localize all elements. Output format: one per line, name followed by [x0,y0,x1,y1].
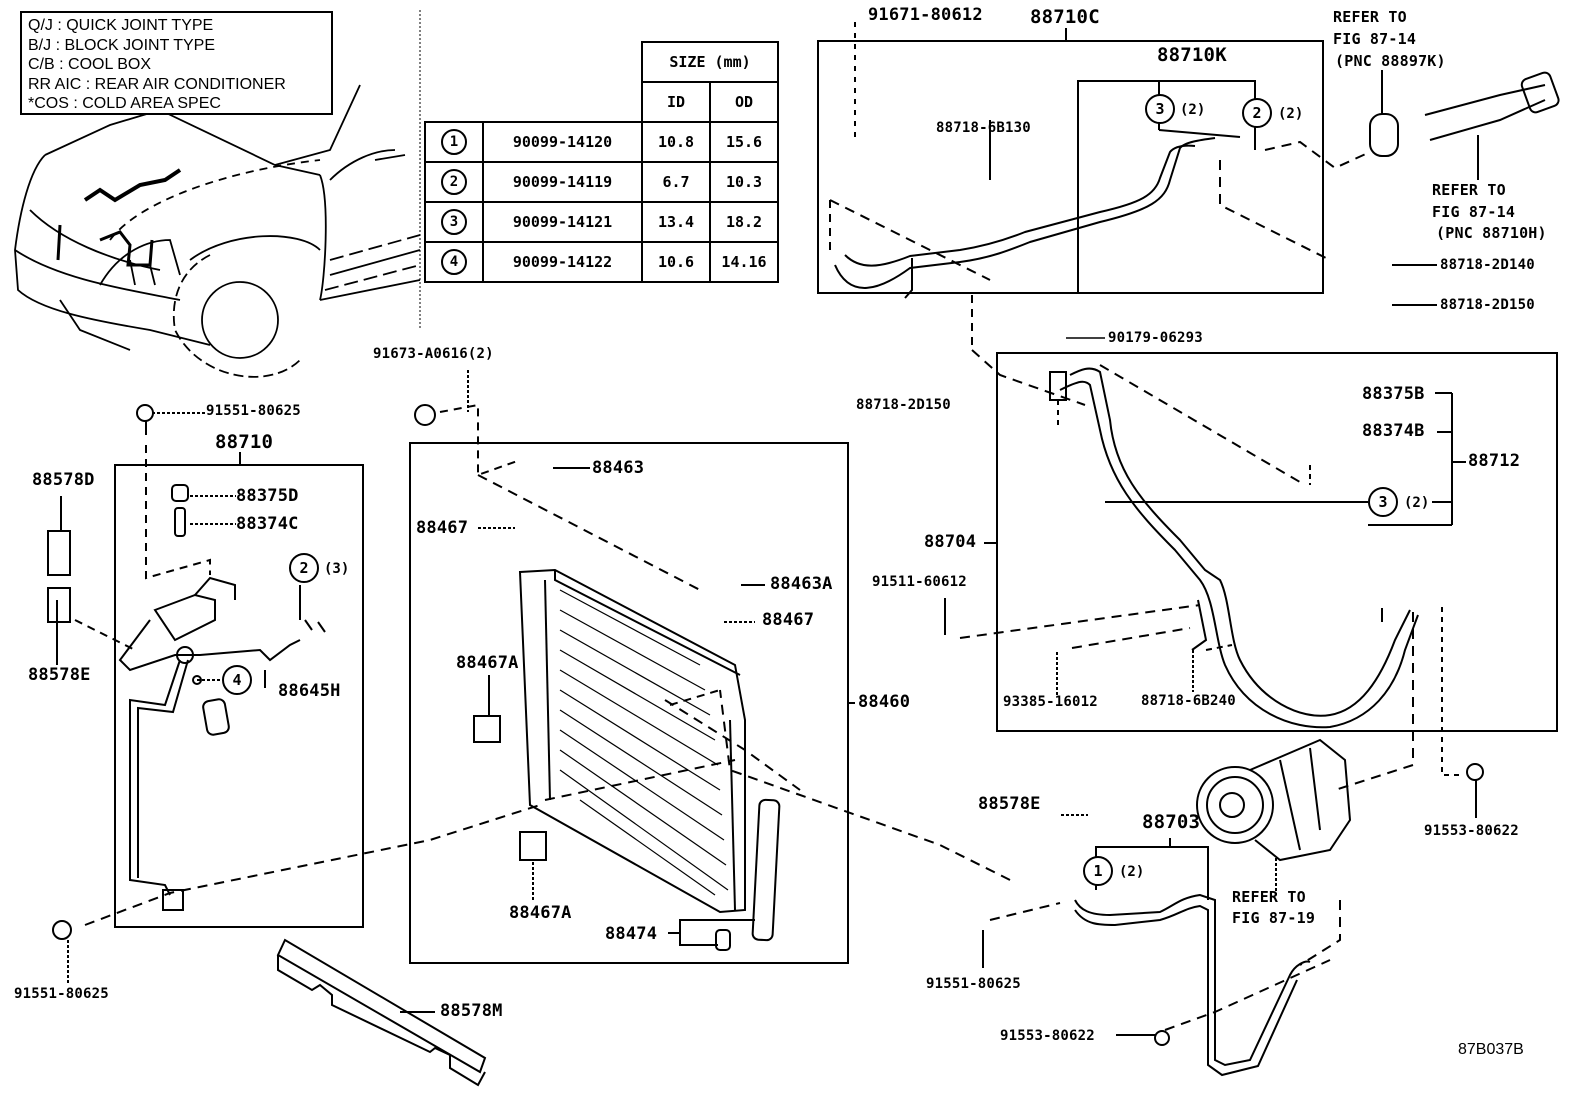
part-label-88718-2D150[interactable]: 88718-2D150 [1440,297,1535,313]
ref-circle-4: 4 [222,665,252,695]
refer-to-label: REFER TO [1333,8,1407,26]
o-ring-size-table: SIZE (mm) ID OD 1 90099-14120 10.8 15.6 … [424,41,779,283]
legend-row: B/J : BLOCK JOINT TYPE [28,36,216,54]
legend-row: C/B : COOL BOX [28,56,151,73]
part-number-cell[interactable]: 90099-14121 [482,201,643,243]
part-label-88718-2D140[interactable]: 88718-2D140 [1440,257,1535,273]
part-label-88578M[interactable]: 88578M [440,1001,503,1021]
part-label-88718-6B240[interactable]: 88718-6B240 [1141,693,1236,709]
legend-row: *COS : COLD AREA SPEC [28,95,221,112]
refer-pnc-label[interactable]: (PNC 88897K) [1335,52,1446,70]
part-label-88704[interactable]: 88704 [924,532,977,552]
part-label-88474[interactable]: 88474 [605,924,658,944]
legend-row: RR AIC : REAR AIR CONDITIONER [28,75,286,93]
ref-circle-3: 3 [1145,94,1175,124]
table-row: 3 90099-14121 13.4 18.2 [424,201,779,243]
od-cell: 15.6 [709,121,779,163]
part-label-91511-60612[interactable]: 91511-60612 [872,574,967,590]
part-label-88578E[interactable]: 88578E [978,794,1041,814]
part-label-88718-2D150[interactable]: 88718-2D150 [856,397,951,413]
refer-pnc-label[interactable]: (PNC 88710H) [1436,224,1547,242]
ref-circle-1: 1 [1083,856,1113,886]
part-label-91551-80625[interactable]: 91551-80625 [206,403,301,419]
part-label-91551-80625[interactable]: 91551-80625 [926,976,1021,992]
part-number-cell[interactable]: 90099-14122 [482,241,643,283]
part-label-88467[interactable]: 88467 [416,518,469,538]
part-label-91553-80622[interactable]: 91553-80622 [1424,823,1519,839]
quantity-label: (3) [324,561,350,577]
ref-circle-2: 2 [1242,98,1272,128]
part-label-91671-80612[interactable]: 91671-80612 [868,5,983,25]
part-label-88463[interactable]: 88463 [592,458,645,478]
part-label-88374C[interactable]: 88374C [236,514,299,534]
group-box-88460 [409,442,849,964]
part-label-90179-06293[interactable]: 90179-06293 [1108,330,1203,346]
group-box-88704 [996,352,1558,732]
part-label-88645H[interactable]: 88645H [278,681,341,701]
vehicle-front-sketch [14,10,421,378]
part-label-88467[interactable]: 88467 [762,610,815,630]
refer-fig-link[interactable]: FIG 87-19 [1232,909,1316,927]
88578M-drawing [276,938,487,1087]
part-label-91553-80622[interactable]: 91553-80622 [1000,1028,1095,1044]
part-label-88710[interactable]: 88710 [215,431,274,453]
part-label-88460[interactable]: 88460 [858,692,911,712]
ref-number-circle: 2 [441,169,467,195]
size-header: SIZE (mm) [641,41,779,83]
quantity-label: (2) [1278,106,1304,122]
od-cell: 14.16 [709,241,779,283]
part-label-91673-A0616[interactable]: 91673-A0616(2) [373,346,494,362]
col-od-header: OD [709,81,779,123]
ref-circle-3: 3 [1368,487,1398,517]
ref-number-circle: 4 [441,249,467,275]
quantity-label: (2) [1180,102,1206,118]
part-label-91551-80625[interactable]: 91551-80625 [14,986,109,1002]
part-label-88463A[interactable]: 88463A [770,574,833,594]
part-label-88710C[interactable]: 88710C [1030,6,1100,28]
id-cell: 6.7 [641,161,711,203]
part-label-88375B[interactable]: 88375B [1362,384,1425,404]
od-cell: 18.2 [709,201,779,243]
condenser-drawing [518,568,781,942]
part-label-88712[interactable]: 88712 [1468,451,1521,471]
part-label-88710K[interactable]: 88710K [1157,44,1227,66]
id-cell: 10.6 [641,241,711,283]
part-label-88375D[interactable]: 88375D [236,486,299,506]
refer-fig-link[interactable]: FIG 87-14 [1432,203,1516,221]
part-label-88703[interactable]: 88703 [1142,811,1201,833]
compressor-drawing [1196,738,1352,862]
figure-id: 87B037B [1458,1041,1524,1058]
part-number-cell[interactable]: 90099-14119 [482,161,643,203]
table-row: 1 90099-14120 10.8 15.6 [424,121,779,163]
refer-fig-link[interactable]: FIG 87-14 [1333,30,1417,48]
refer-to-label: REFER TO [1232,888,1306,906]
legend-row: Q/J : QUICK JOINT TYPE [28,17,214,34]
part-label-88467A[interactable]: 88467A [509,903,572,923]
quantity-label: (2) [1119,864,1145,880]
refer-to-label: REFER TO [1432,181,1506,199]
part-label-88578E[interactable]: 88578E [28,665,91,685]
part-label-88718-6B130[interactable]: 88718-6B130 [936,120,1031,136]
table-row: 2 90099-14119 6.7 10.3 [424,161,779,203]
od-cell: 10.3 [709,161,779,203]
quantity-label: (2) [1404,495,1430,511]
ref-circle-2: 2 [289,553,319,583]
abbreviation-legend: Q/J : QUICK JOINT TYPE B/J : BLOCK JOINT… [20,11,333,115]
id-cell: 10.8 [641,121,711,163]
part-label-88467A[interactable]: 88467A [456,653,519,673]
col-id-header: ID [641,81,711,123]
part-label-88374B[interactable]: 88374B [1362,421,1425,441]
table-row: 4 90099-14122 10.6 14.16 [424,241,779,283]
part-number-cell[interactable]: 90099-14120 [482,121,643,163]
id-cell: 13.4 [641,201,711,243]
part-label-88578D[interactable]: 88578D [32,470,95,490]
part-label-93385-16012[interactable]: 93385-16012 [1003,694,1098,710]
group-box-88710C [817,40,1324,294]
ref-number-circle: 3 [441,209,467,235]
ref-number-circle: 1 [441,129,467,155]
